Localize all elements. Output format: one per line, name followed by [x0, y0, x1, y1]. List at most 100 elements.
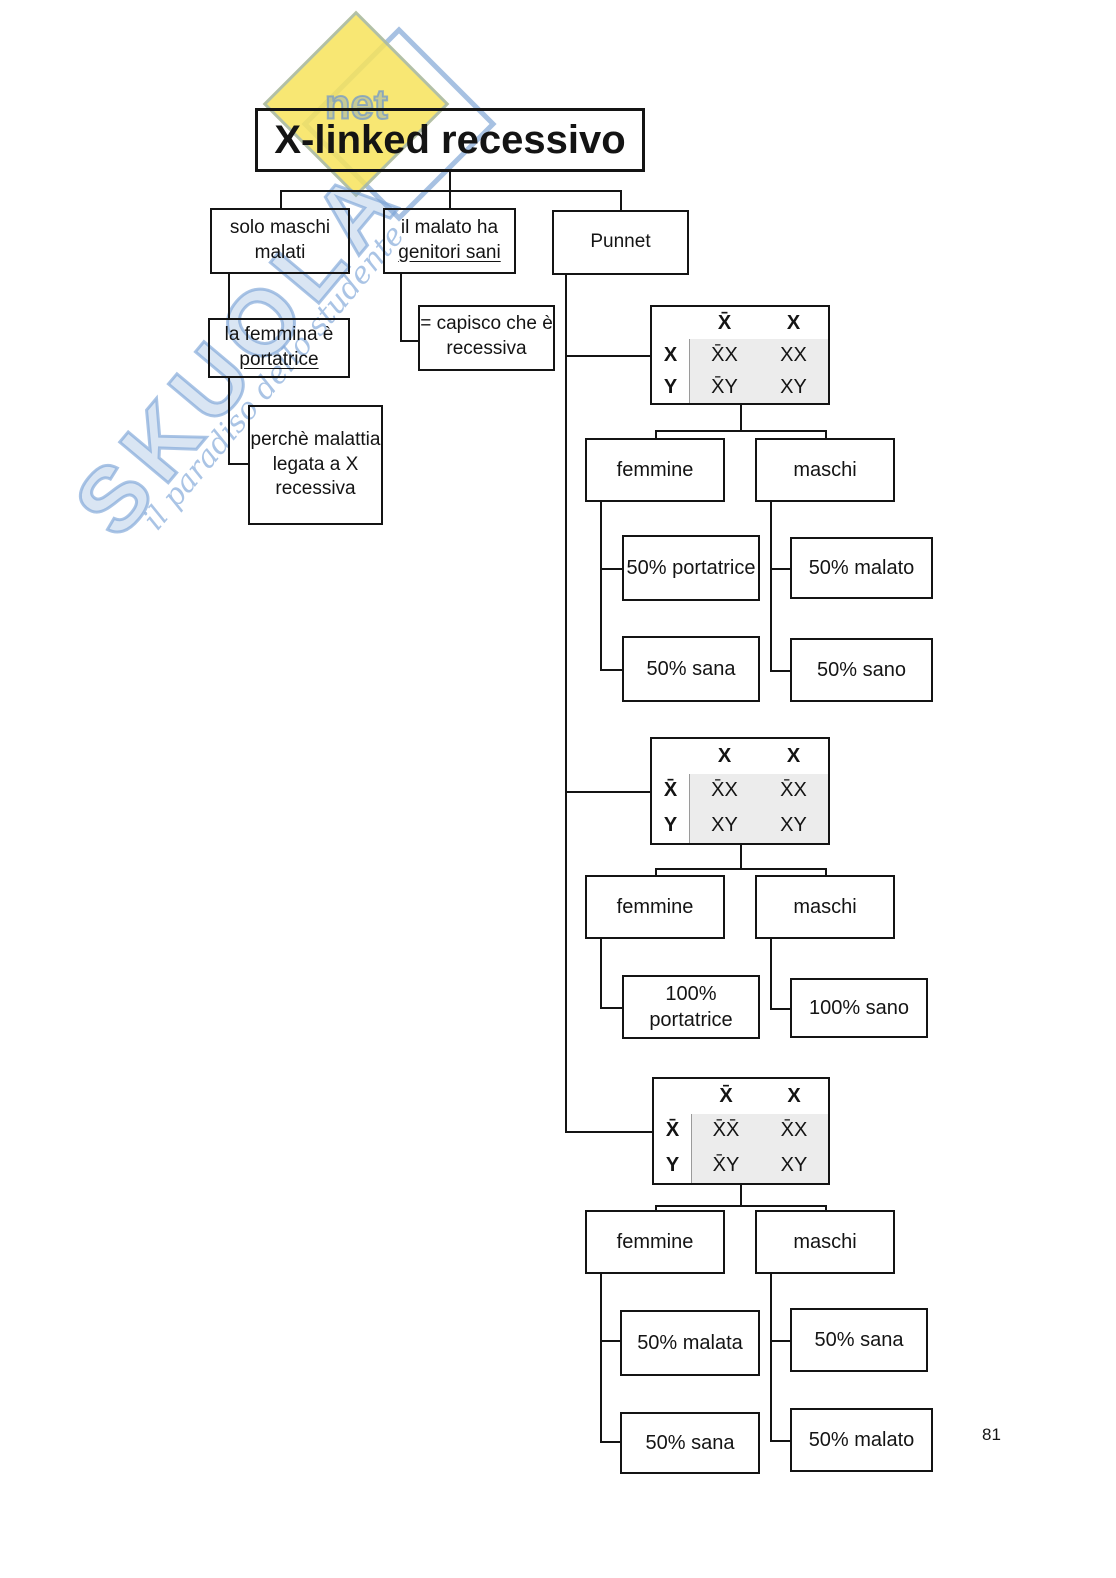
node-text: la femmina è: [224, 324, 334, 346]
node-maschi-3: maschi: [755, 1210, 895, 1274]
node-text: = capisco che è recessiva: [420, 313, 553, 359]
node-solo-maschi-malati: solo maschi malati: [210, 208, 350, 274]
node-text: il malato ha: [400, 217, 499, 239]
connector: [228, 378, 230, 463]
connector: [825, 430, 827, 438]
connector: [600, 568, 622, 570]
connector: [600, 1441, 620, 1443]
connector: [655, 430, 657, 438]
connector: [565, 791, 650, 793]
table-row-header: Y: [652, 808, 690, 843]
table-cell: X̄Y: [692, 1148, 760, 1183]
connector: [655, 1205, 825, 1207]
connector: [400, 340, 418, 342]
table-col-header: X̄: [717, 311, 732, 334]
node-la-femmina-portatrice: la femmina è portatrice: [208, 318, 350, 378]
connector: [825, 868, 827, 875]
page-title: X-linked recessivo: [274, 118, 626, 162]
connector: [770, 1440, 790, 1442]
node-text: 50% malato: [808, 557, 915, 579]
node-outcome-male-1a: 50% malato: [790, 537, 933, 599]
connector: [740, 405, 742, 430]
table-col-header: X: [787, 1084, 801, 1107]
node-outcome-female-2a: 100% portatrice: [622, 975, 760, 1039]
node-text: femmine: [616, 459, 694, 481]
node-outcome-female-1a: 50% portatrice: [622, 535, 760, 601]
punnett-table-2: X X X̄ X̄X X̄X Y XY XY: [650, 737, 830, 845]
connector: [740, 1185, 742, 1205]
connector: [770, 502, 772, 670]
node-outcome-female-3a: 50% malata: [620, 1310, 760, 1376]
node-text: 50% sana: [646, 658, 736, 680]
table-row-header: X̄: [654, 1113, 692, 1149]
node-text: 100% portatrice: [649, 983, 733, 1031]
connector: [449, 172, 451, 190]
table-cell: X̄Y: [690, 371, 759, 403]
connector: [565, 1131, 652, 1133]
connector: [655, 1205, 657, 1210]
node-text: 50% malato: [808, 1429, 915, 1451]
node-text: 100% sano: [808, 997, 910, 1019]
table-cell: XX: [759, 339, 828, 371]
connector: [565, 275, 567, 1131]
table-corner: [652, 307, 690, 339]
node-perche-malattia: perchè malattia legata a X recessiva: [248, 405, 383, 525]
connector: [620, 190, 622, 210]
connector: [280, 190, 282, 208]
node-femmine-2: femmine: [585, 875, 725, 939]
node-text: 50% sana: [814, 1329, 904, 1351]
connector: [228, 274, 230, 318]
connector: [770, 670, 790, 672]
connector: [655, 868, 657, 875]
node-text: maschi: [793, 459, 857, 481]
table-cell: X̄X: [690, 773, 759, 809]
connector: [565, 355, 650, 357]
connector: [770, 1008, 790, 1010]
connector: [449, 190, 451, 208]
node-text: 50% malata: [637, 1332, 743, 1354]
page-number: 81: [982, 1425, 1001, 1444]
table-row-header: X: [652, 339, 690, 371]
connector: [600, 1007, 622, 1009]
table-row-header: Y: [652, 371, 690, 403]
node-text-underlined: portatrice: [239, 349, 319, 370]
punnett-table-1: X̄ X X X̄X XX Y X̄Y XY: [650, 305, 830, 405]
node-outcome-male-3b: 50% malato: [790, 1408, 933, 1472]
connector: [655, 868, 825, 870]
connector: [770, 1274, 772, 1440]
node-text: maschi: [793, 1231, 857, 1253]
punnett-table-3: X̄ X X̄ X̄X̄ X̄X Y X̄Y XY: [652, 1077, 830, 1185]
connector: [770, 568, 790, 570]
connector: [600, 939, 602, 1007]
node-text: Punnet: [590, 231, 651, 253]
connector: [825, 1205, 827, 1210]
node-punnet: Punnet: [552, 210, 689, 275]
connector: [770, 1340, 790, 1342]
node-capisco-recessiva: = capisco che è recessiva: [418, 305, 555, 371]
table-cell: XY: [760, 1148, 828, 1183]
table-row-header: Y: [654, 1148, 692, 1183]
connector: [600, 1340, 620, 1342]
table-row-header: X̄: [652, 773, 690, 809]
connector: [228, 463, 248, 465]
table-col-header: X: [786, 744, 801, 767]
table-col-header: X: [786, 311, 801, 334]
table-col-header: X: [717, 744, 732, 767]
table-corner: [652, 739, 690, 774]
title-box: X-linked recessivo: [255, 108, 645, 172]
connector: [740, 845, 742, 868]
table-corner: [654, 1079, 692, 1114]
node-femmine-3: femmine: [585, 1210, 725, 1274]
node-text: 50% portatrice: [626, 557, 756, 579]
node-maschi-2: maschi: [755, 875, 895, 939]
connector: [600, 502, 602, 669]
node-outcome-male-2a: 100% sano: [790, 978, 928, 1038]
node-outcome-male-1b: 50% sano: [790, 638, 933, 702]
node-text: femmine: [616, 1231, 694, 1253]
connector: [655, 430, 825, 432]
node-outcome-female-1b: 50% sana: [622, 636, 760, 702]
table-cell: X̄X: [760, 1113, 828, 1149]
table-cell: X̄X: [690, 339, 759, 371]
node-outcome-female-3b: 50% sana: [620, 1412, 760, 1474]
